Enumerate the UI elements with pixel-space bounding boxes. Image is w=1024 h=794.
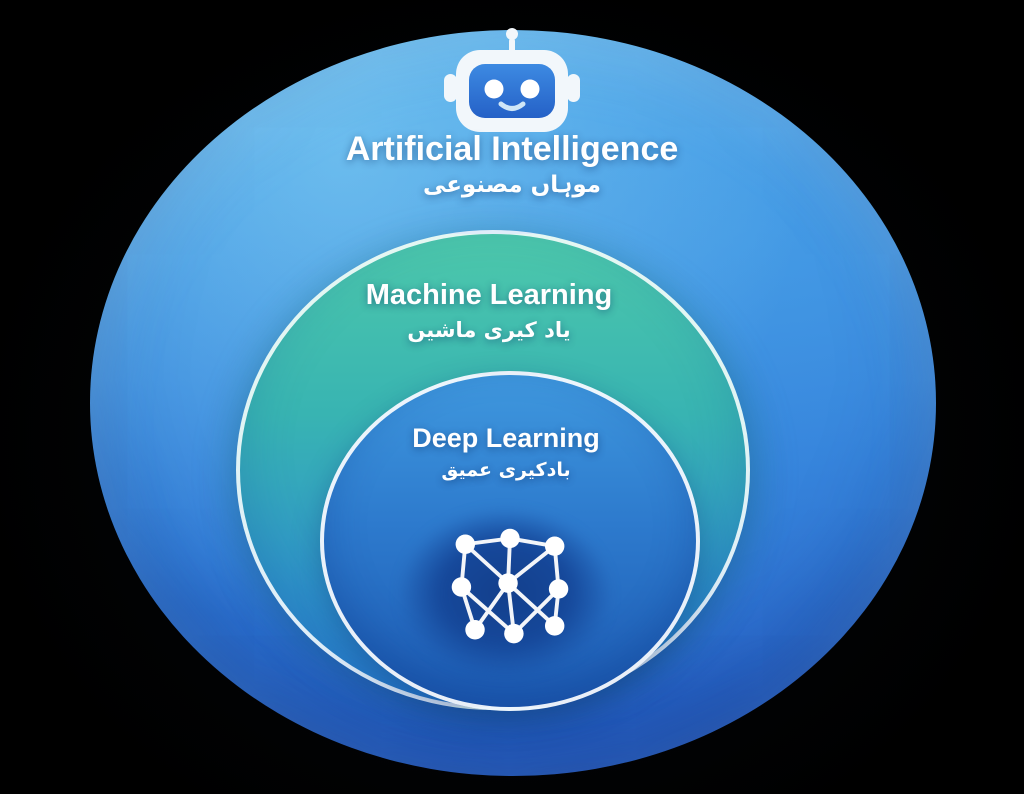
dl-title: Deep Learning: [412, 423, 600, 453]
ml-title: Machine Learning: [365, 279, 613, 311]
ai-subtitle-urdu: موہاں مصنوعی: [422, 172, 602, 198]
ml-subtitle-urdu: یاد کیری ماشیں: [407, 318, 571, 342]
ai-title: Artificial Intelligence: [345, 130, 679, 168]
neural-network-icon: [442, 528, 578, 646]
robot-icon: [442, 26, 582, 136]
dl-subtitle-urdu: بادکیری عمیق: [441, 459, 571, 481]
